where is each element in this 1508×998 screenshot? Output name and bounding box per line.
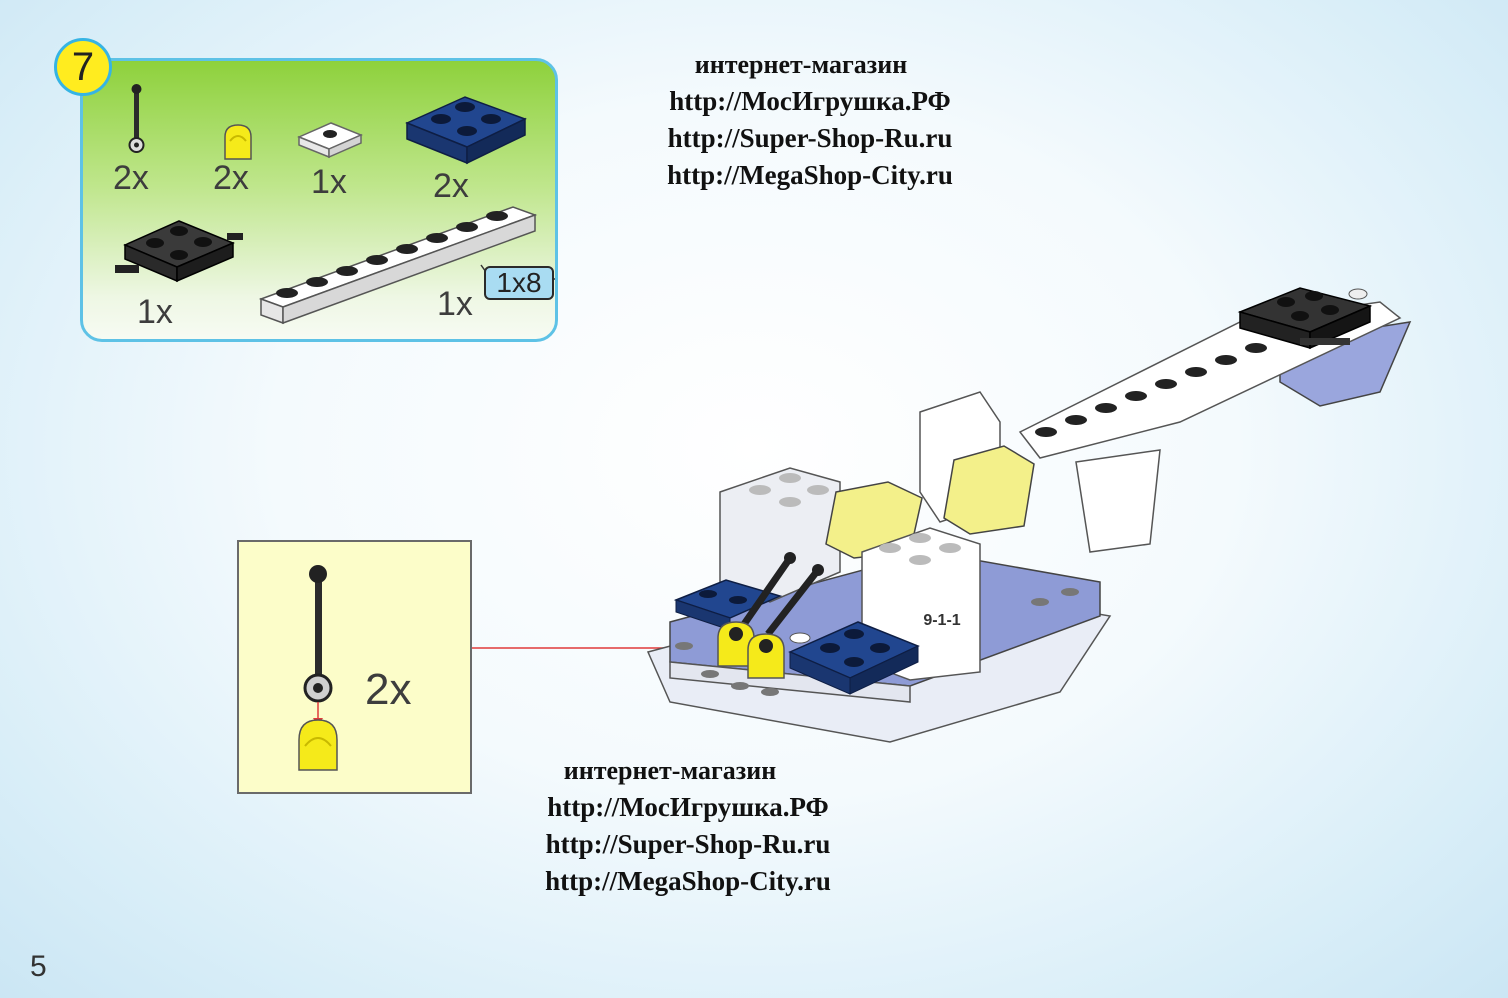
callout-qty: 2x — [365, 665, 412, 714]
white-tile-part-icon — [297, 122, 363, 159]
antenna-qty: 2x — [113, 159, 149, 197]
yellow-slope-qty: 2x — [213, 159, 249, 197]
shop-link-bottom-3[interactable]: http://MegaShop-City.ru — [545, 865, 831, 896]
page-number: 5 — [30, 950, 47, 983]
parts-panel: 2x 2x 1x 2x 1x — [80, 58, 558, 342]
shop-link-top-3[interactable]: http://MegaShop-City.ru — [667, 159, 953, 190]
shop-link-bottom-1[interactable]: http://МосИгрушка.РФ — [547, 791, 829, 822]
black-plate-qty: 1x — [137, 293, 173, 331]
white-plate-qty: 1x — [437, 285, 473, 323]
model-assembly-illustration: 9-1-1 — [646, 287, 1412, 743]
shop-link-top-1[interactable]: http://МосИгрушка.РФ — [669, 85, 951, 116]
shop-links-top: интернет-магазин http://МосИгрушка.РФ ht… — [610, 47, 1010, 194]
shop-link-bottom-2[interactable]: http://Super-Shop-Ru.ru — [545, 828, 831, 859]
shop-link-top-2[interactable]: http://Super-Shop-Ru.ru — [667, 122, 953, 153]
blue-plate-part-icon — [405, 96, 527, 165]
blue-plate-qty: 2x — [433, 167, 469, 205]
yellow-slope-part-icon — [224, 124, 252, 160]
model-decal-label: 9-1-1 — [923, 612, 960, 629]
shop-links-bottom: интернет-магазин http://МосИгрушка.РФ ht… — [488, 753, 888, 900]
white-plate-1x8-part-icon — [258, 206, 555, 325]
callout-box: 2x — [237, 540, 472, 794]
shop-heading-bottom: интернет-магазин — [563, 756, 777, 785]
step-number-badge: 7 — [54, 38, 112, 96]
plate-size-tag: 1x8 — [484, 266, 554, 300]
antenna-part-icon — [128, 84, 145, 153]
white-tile-qty: 1x — [311, 163, 347, 201]
antenna-assembly-icon — [298, 565, 338, 771]
shop-heading-top: интернет-магазин — [694, 50, 908, 79]
black-plate-part-icon — [115, 220, 243, 283]
